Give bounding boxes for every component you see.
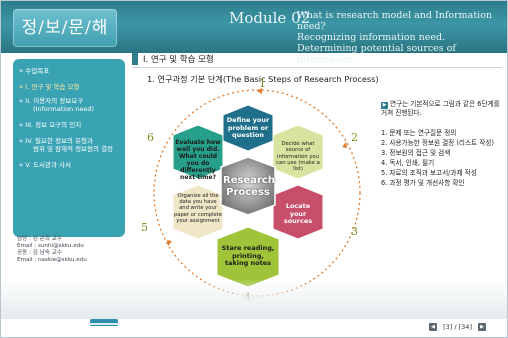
chevron-right-icon: » xyxy=(19,67,24,75)
chevron-right-icon: » xyxy=(19,137,24,145)
course-logo: 정/보/문/해 xyxy=(13,9,117,47)
header-banner: 정/보/문/해 Module 02 What is research model… xyxy=(1,1,507,65)
list-item: 4. 독서, 인쇄, 필기 xyxy=(381,159,435,167)
sidebar-item-research-model[interactable]: »I. 연구 및 학습 모형 xyxy=(19,83,79,91)
arrow-icon xyxy=(167,240,172,246)
sidebar-item-label: III. 정보 요구의 인지 xyxy=(25,121,82,129)
section-divider xyxy=(132,67,502,68)
footer-background xyxy=(1,279,507,319)
sidebar-item-information-types[interactable]: »IV. 필요한 정보의 유형과 범위 및 잠재적 정보원의 결정 xyxy=(19,137,113,153)
chevron-right-icon: » xyxy=(19,83,24,91)
segment-3-hex xyxy=(272,184,324,240)
section-title-marker xyxy=(132,53,138,65)
contact-info: 담당 : 김 순희 교수 Email : sunhi@skku.edu 공동 :… xyxy=(17,236,125,264)
sidebar-item-recognizing-need[interactable]: »III. 정보 요구의 인지 xyxy=(19,121,81,129)
chevron-right-icon: » xyxy=(19,121,24,129)
step-number-1: 1 xyxy=(259,77,266,90)
segment-6-label: Evaluate how well you did. What could yo… xyxy=(175,139,221,181)
sidebar-item-label: IV. 필요한 정보의 유형과 xyxy=(25,137,93,145)
section-subtitle: 1. 연구과정 기본 단계(The Basic Steps of Researc… xyxy=(147,74,379,84)
arrow-left-icon[interactable]: ◀ xyxy=(429,323,437,331)
module-description: What is research model and Information n… xyxy=(297,10,507,65)
arrow-icon xyxy=(342,142,347,148)
sidebar-nav: »수업목표 »I. 연구 및 학습 모형 »II. 이용자의 정보요구 (Inf… xyxy=(13,59,125,237)
sidebar-item-label: I. 연구 및 학습 모형 xyxy=(25,83,80,91)
bullet-arrow-icon: ▶ xyxy=(381,102,388,109)
step-number-2: 2 xyxy=(351,131,358,144)
contact-line: 담당 : 김 순희 교수 xyxy=(17,236,63,242)
logo-text: 정/보/문/해 xyxy=(21,18,109,38)
segment-4-label: Stare reading, printing, taking notes xyxy=(221,244,275,267)
current-page: 3 xyxy=(445,323,450,331)
list-item: 1. 문제 또는 연구질문 정의 xyxy=(381,129,457,137)
segment-5-label: Organize all the data you have and write… xyxy=(174,193,222,224)
research-process-diagram: 1 2 3 4 5 6 Define your problem or quest… xyxy=(137,77,377,307)
intro-text: ▶연구는 기본적으로 그림과 같은 6단계를 거쳐 진행된다. xyxy=(381,100,505,118)
module-line-3: Determining potential sources of informa… xyxy=(297,43,456,65)
list-item: 2. 사용가능한 정보원 결정 (리스트 작성) xyxy=(381,139,494,147)
diagram-graphic xyxy=(153,88,361,297)
sidebar-item-information-need[interactable]: »II. 이용자의 정보요구 (Information need) xyxy=(19,97,94,113)
process-description: ▶연구는 기본적으로 그림과 같은 6단계를 거쳐 진행된다. 1. 문제 또는… xyxy=(381,100,505,189)
arrow-icon xyxy=(257,88,262,94)
section-title: I. 연구 및 학습 모형 xyxy=(143,55,214,65)
chevron-right-icon: » xyxy=(19,97,24,105)
module-line-1: What is research model and Information n… xyxy=(297,10,493,32)
step-number-6: 6 xyxy=(147,131,154,144)
page-indicator: [3] / [34] xyxy=(443,323,472,331)
contact-email[interactable]: Email : sunhi@skku.edu xyxy=(17,243,84,249)
segment-1-label: Define your problem or question xyxy=(226,116,270,139)
center-label: Research Process xyxy=(223,175,275,198)
sidebar-item-label: V. 도서관과 사서 xyxy=(25,161,71,169)
segment-4-hex xyxy=(216,226,280,288)
chevron-right-icon: » xyxy=(19,161,24,169)
total-pages: 34 xyxy=(461,323,470,331)
pagination: ◀ [3] / [34] ▶ xyxy=(429,323,487,331)
segment-5-hex xyxy=(172,184,224,240)
sidebar-item-library[interactable]: »V. 도서관과 사서 xyxy=(19,161,71,169)
step-number-5: 5 xyxy=(141,221,148,234)
sidebar-item-objectives[interactable]: »수업목표 xyxy=(19,67,49,75)
segment-2-label: Decide what source of information you ca… xyxy=(276,141,320,173)
arrow-right-icon[interactable]: ▶ xyxy=(478,323,487,331)
contact-line: 공동 : 김 남숙 교수 xyxy=(17,250,63,256)
contact-email[interactable]: Email : naskie@skku.edu xyxy=(17,257,87,263)
segment-3-label: Locate your sources xyxy=(283,202,313,225)
step-number-3: 3 xyxy=(351,225,358,238)
center-hex xyxy=(220,156,276,216)
module-line-2: Recognizing information need. xyxy=(297,32,446,43)
sidebar-item-label-2: 범위 및 잠재적 정보원의 결정 xyxy=(33,145,114,153)
list-item: 3. 정보원의 접근 및 검색 xyxy=(381,149,451,157)
list-item: 5. 자료의 조직과 보고서/과제 작성 xyxy=(381,169,477,177)
sidebar-item-label-2: (Information need) xyxy=(33,105,95,113)
list-item: 6. 과정 평가 및 개선사항 확인 xyxy=(381,179,465,187)
sidebar-item-label: 수업목표 xyxy=(25,67,50,75)
intro-text-value: 연구는 기본적으로 그림과 같은 6단계를 거쳐 진행된다. xyxy=(381,100,500,117)
sidebar-item-label: II. 이용자의 정보요구 xyxy=(25,97,84,105)
module-label: Module 02 xyxy=(229,9,311,27)
steps-list: 1. 문제 또는 연구질문 정의 2. 사용가능한 정보원 결정 (리스트 작성… xyxy=(381,129,505,188)
